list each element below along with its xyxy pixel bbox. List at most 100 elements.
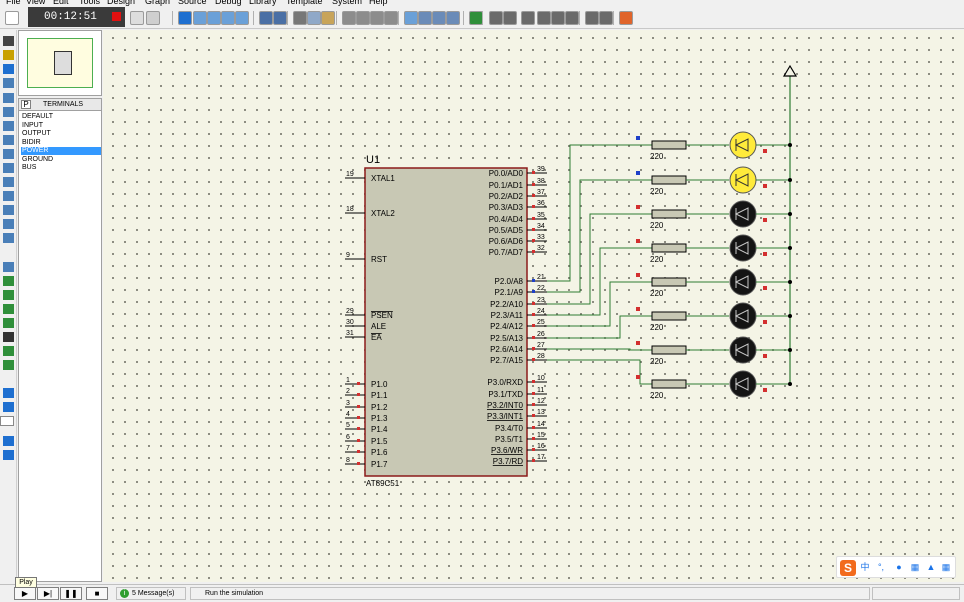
terminal-item-default[interactable]: DEFAULT [22,113,53,120]
subcircuit-icon[interactable] [3,121,14,131]
block-rotate-icon[interactable] [370,11,384,25]
terminal-item-output[interactable]: OUTPUT [22,130,51,137]
terminal-item-bus[interactable]: BUS [22,164,37,171]
current-probe-icon[interactable] [3,219,14,229]
search-icon[interactable] [489,11,503,25]
toggle-grid-icon[interactable] [130,11,144,25]
chip-pin-number: 24 [537,308,545,315]
selection-mode-icon[interactable] [3,36,14,46]
mirror-y-icon[interactable] [3,450,14,460]
mirror-x-icon[interactable] [3,436,14,446]
pan-icon[interactable] [178,11,192,25]
property-icon[interactable] [503,11,517,25]
text-icon[interactable] [3,332,14,342]
junction-icon[interactable] [3,64,14,74]
step-button[interactable]: ▶| [37,587,59,600]
stop-button[interactable]: ■ [86,587,108,600]
grid-icon[interactable] [146,11,160,25]
packaging-icon[interactable] [432,11,446,25]
zoom-all-icon[interactable] [221,11,235,25]
ares-icon[interactable] [619,11,633,25]
record-stop-icon[interactable] [112,12,121,21]
undo-icon[interactable] [259,11,273,25]
circle-icon[interactable] [3,290,14,300]
menu-view[interactable]: View [26,0,46,6]
messages-indicator[interactable]: i 5 Message(s) [116,587,186,600]
pins-icon[interactable] [3,149,14,159]
tape-recorder-icon[interactable] [3,177,14,187]
menu-file[interactable]: File [6,0,21,6]
toolbar-separator [398,11,399,25]
zoom-area-icon[interactable] [235,11,249,25]
keyboard-icon[interactable]: ▦ [910,562,920,572]
zoom-in-icon[interactable] [193,11,207,25]
overview-window[interactable] [18,30,102,96]
wire-autorouter-icon[interactable] [469,11,483,25]
generator-icon[interactable] [3,191,14,201]
make-device-icon[interactable] [418,11,432,25]
bill-of-materials-icon[interactable] [585,11,599,25]
new-sheet-icon[interactable] [537,11,551,25]
terminal-item-input[interactable]: INPUT [22,121,43,129]
terminal-item-power[interactable]: POWER [21,147,101,155]
decompose-icon[interactable] [446,11,460,25]
tools-grid-icon[interactable]: ▦ [941,562,951,572]
new-file-icon[interactable] [5,11,19,25]
menu-system[interactable]: System [332,0,363,6]
menu-help[interactable]: Help [369,0,388,6]
virtual-instrument-icon[interactable] [3,233,14,243]
rotate-ccw-icon[interactable] [3,402,14,412]
sogou-logo-icon[interactable]: S [840,560,856,576]
netlist-icon[interactable] [565,11,579,25]
symbol-icon[interactable] [3,346,14,356]
menu-library[interactable]: Library [249,0,277,6]
pause-button[interactable]: ❚❚ [60,587,82,600]
chip-pin-number: 18 [346,206,354,213]
resistor-value: 220 [650,221,664,230]
arc-icon[interactable] [3,304,14,314]
wire-label-icon[interactable] [3,78,14,88]
menu-debug[interactable]: Debug [215,0,242,6]
block-copy-icon[interactable] [342,11,356,25]
angle-field[interactable] [0,416,14,426]
voltage-probe-icon[interactable] [3,205,14,215]
menu-template[interactable]: Template [286,0,323,6]
microphone-icon[interactable]: ● [896,562,902,572]
pick-device-icon[interactable] [404,11,418,25]
menu-source[interactable]: Source [178,0,207,6]
cut-icon[interactable] [293,11,307,25]
graph-icon[interactable] [3,163,14,173]
buses-icon[interactable] [3,107,14,117]
path-icon[interactable] [3,318,14,328]
delete-sheet-icon[interactable] [551,11,565,25]
block-move-icon[interactable] [356,11,370,25]
terminal-item-ground[interactable]: GROUND [22,155,54,163]
ime-lang-toggle[interactable]: 中 [860,562,870,572]
ime-punct-toggle[interactable]: °, [877,562,885,572]
redo-icon[interactable] [273,11,287,25]
terminals-mode-icon[interactable] [3,135,14,145]
marker-icon[interactable] [3,360,14,370]
terminal-item-bidir[interactable]: BIDIR [22,138,41,146]
text-script-icon[interactable] [3,93,14,103]
menu-graph[interactable]: Graph [145,0,171,6]
pin-state-marker [763,388,767,392]
pin-state-marker [532,194,535,197]
component-mode-icon[interactable] [3,50,14,60]
copy-icon[interactable] [307,11,321,25]
menu-tools[interactable]: Tools [79,0,101,6]
line-icon[interactable] [3,262,14,272]
design-explorer-icon[interactable] [521,11,535,25]
skin-icon[interactable]: ▲ [926,562,936,572]
rotate-cw-icon[interactable] [3,388,14,398]
menu-design[interactable]: Design [107,0,136,6]
erc-icon[interactable] [599,11,613,25]
menu-edit[interactable]: Edit [53,0,69,6]
zoom-out-icon[interactable] [207,11,221,25]
play-button[interactable]: ▶ [14,587,36,600]
paste-icon[interactable] [321,11,335,25]
box-icon[interactable] [3,276,14,286]
block-delete-icon[interactable] [384,11,398,25]
pick-button[interactable]: P [21,100,31,109]
